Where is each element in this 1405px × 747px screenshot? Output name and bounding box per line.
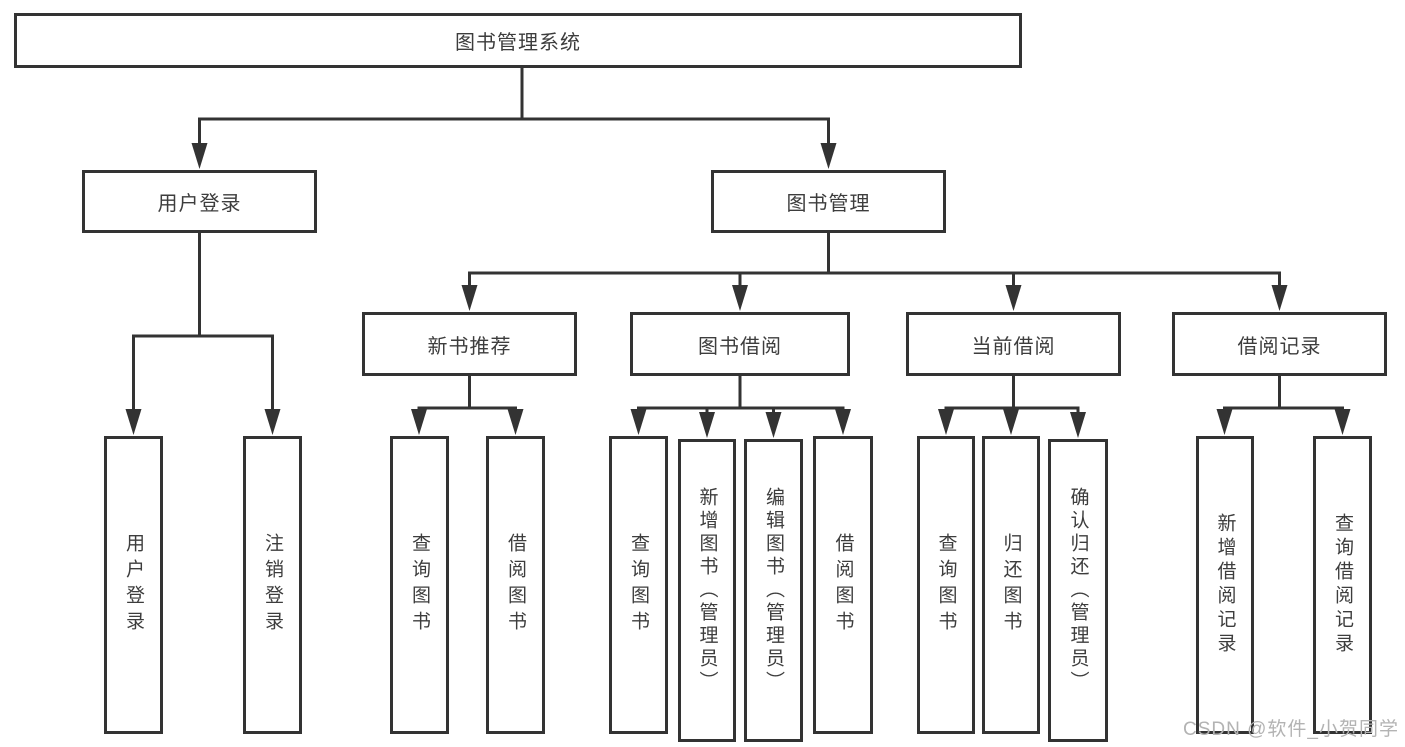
leaf-borrowing-borrow-books: 借阅图书 bbox=[813, 436, 873, 734]
leaf-confirm-return-admin-label: 确认归还（管理员） bbox=[1067, 487, 1089, 694]
node-book-management: 图书管理 bbox=[711, 170, 946, 233]
leaf-return-books-label: 归还图书 bbox=[1000, 533, 1022, 637]
leaf-current-query-books: 查询图书 bbox=[917, 436, 975, 734]
leaf-recommend-borrow-books-label: 借阅图书 bbox=[505, 533, 526, 637]
leaf-edit-books-admin-label: 编辑图书（管理员） bbox=[763, 487, 784, 694]
leaf-user-login-label: 用户登录 bbox=[123, 533, 144, 637]
leaf-borrowing-borrow-books-label: 借阅图书 bbox=[832, 533, 854, 637]
csdn-watermark: CSDN @软件_小贺同学 bbox=[1183, 719, 1399, 740]
node-borrowing-records: 借阅记录 bbox=[1172, 312, 1387, 376]
leaf-logout: 注销登录 bbox=[243, 436, 302, 734]
leaf-recommend-query-books-label: 查询图书 bbox=[409, 533, 430, 637]
leaf-logout-label: 注销登录 bbox=[262, 533, 283, 637]
node-current-borrowing: 当前借阅 bbox=[906, 312, 1121, 376]
arrowhead-icons bbox=[125, 143, 1351, 438]
root-node-library-system: 图书管理系统 bbox=[14, 13, 1022, 68]
leaf-return-books: 归还图书 bbox=[982, 436, 1040, 734]
leaf-recommend-query-books: 查询图书 bbox=[390, 436, 449, 734]
leaf-edit-books-admin: 编辑图书（管理员） bbox=[744, 439, 803, 742]
node-user-login: 用户登录 bbox=[82, 170, 317, 233]
leaf-query-borrow-record-label: 查询借阅记录 bbox=[1332, 513, 1353, 657]
leaf-borrowing-query-books: 查询图书 bbox=[609, 436, 668, 734]
leaf-borrowing-query-books-label: 查询图书 bbox=[628, 533, 649, 637]
node-new-book-recommend: 新书推荐 bbox=[362, 312, 577, 376]
leaf-recommend-borrow-books: 借阅图书 bbox=[486, 436, 545, 734]
node-book-borrowing: 图书借阅 bbox=[630, 312, 850, 376]
leaf-add-books-admin: 新增图书（管理员） bbox=[678, 439, 736, 742]
leaf-confirm-return-admin: 确认归还（管理员） bbox=[1048, 439, 1108, 742]
leaf-user-login: 用户登录 bbox=[104, 436, 163, 734]
leaf-add-borrow-record-label: 新增借阅记录 bbox=[1214, 513, 1236, 657]
leaf-current-query-books-label: 查询图书 bbox=[935, 533, 957, 637]
leaf-query-borrow-record: 查询借阅记录 bbox=[1313, 436, 1372, 734]
leaf-add-books-admin-label: 新增图书（管理员） bbox=[696, 487, 718, 694]
leaf-add-borrow-record: 新增借阅记录 bbox=[1196, 436, 1254, 734]
